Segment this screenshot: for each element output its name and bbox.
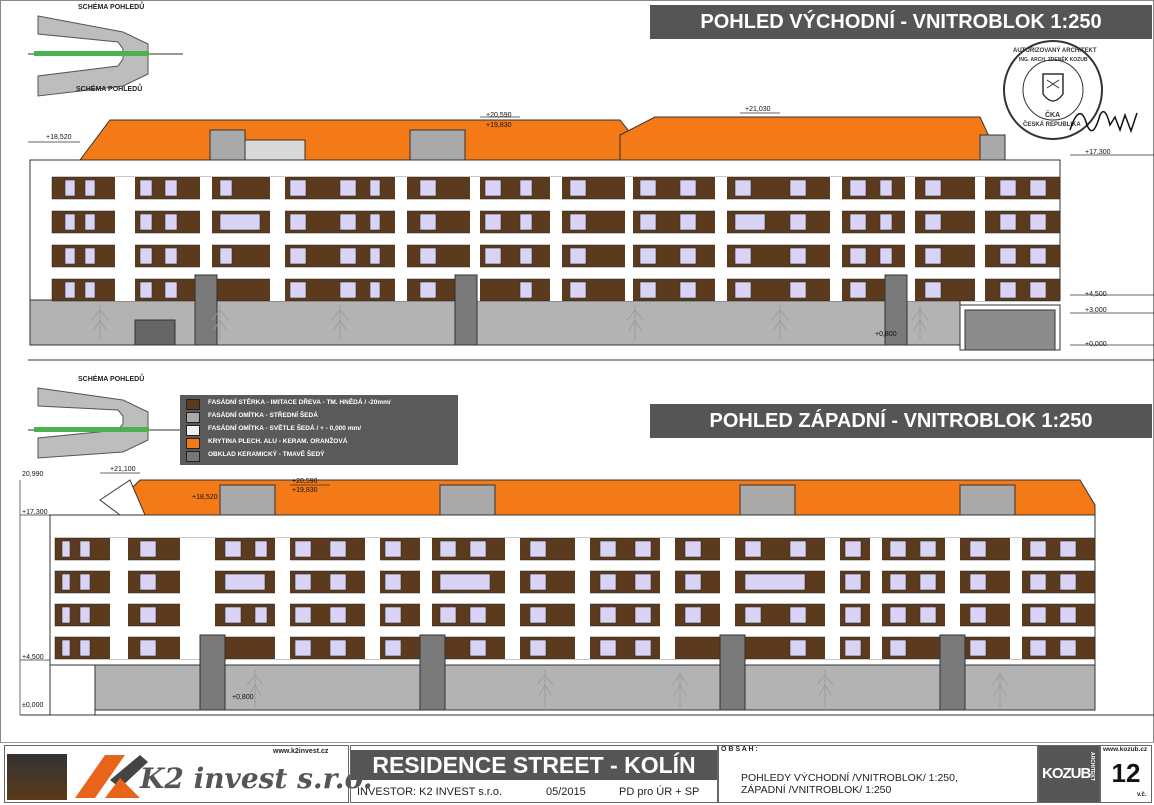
phase: PD pro ÚR + SP [619, 786, 700, 798]
architect-sub: ARCHITEKT [1089, 752, 1095, 781]
schema-label: SCHÉMA POHLEDŮ [76, 86, 143, 93]
contents-line1: POHLEDY VÝCHODNÍ /VNITROBLOK/ 1:250, [741, 772, 958, 784]
legend-swatch [186, 438, 200, 449]
contents-label: O B S A H : [721, 746, 758, 753]
legend-label: FASÁDNÍ STĚRKA - IMITACE DŘEVA - TM. HNĚ… [208, 399, 391, 406]
sheet-number: 12 [1111, 758, 1141, 788]
architect-logo: KOZUB [1042, 765, 1091, 782]
west-elevation-title: POHLED ZÁPADNÍ - VNITROBLOK 1:250 [650, 404, 1152, 438]
contents-line2: ZÁPADNÍ /VNITROBLOK/ 1:250 [741, 784, 892, 796]
architect-logo-box: KOZUB ARCHITEKT [1038, 745, 1100, 803]
date: 05/2015 [546, 786, 586, 798]
east-level-label: +0,800 [875, 331, 897, 338]
investor-logo-box: K2 invest s.r.o. www.k2invest.cz [4, 745, 372, 803]
west-level-label: 20,990 [22, 471, 44, 478]
east-level-label: +20,590 [486, 112, 512, 119]
project-title-box: RESIDENCE STREET - KOLÍN INVESTOR: K2 IN… [350, 745, 718, 803]
east-level-label: +18,520 [46, 134, 72, 141]
east-level-label: +0,000 [1085, 341, 1107, 348]
west-elevation-drawing [19, 472, 1154, 716]
west-level-label: +20,590 [292, 478, 318, 485]
west-level-label: +4,500 [22, 654, 44, 661]
title-block: K2 invest s.r.o. www.k2invest.cz RESIDEN… [0, 742, 1154, 805]
legend-label: OBKLAD KERAMICKÝ - TMAVĚ ŠEDÝ [208, 451, 325, 458]
stamp-line2: ING. ARCH. ZDENĚK KOZUB [1019, 57, 1088, 63]
schema-label: SCHÉMA POHLEDŮ [78, 376, 145, 383]
west-level-label: +21,100 [110, 466, 136, 473]
east-level-label: +19,830 [486, 122, 512, 129]
east-level-label: +17,300 [1085, 149, 1111, 156]
stamp-line1: AUTORIZOVANÝ ARCHITEKT [1013, 48, 1097, 54]
schema-label: SCHÉMA POHLEDŮ [78, 4, 145, 11]
architect-stamp: AUTORIZOVANÝ ARCHITEKT ING. ARCH. ZDENĚK… [1003, 40, 1103, 140]
west-level-label: +19,830 [292, 487, 318, 494]
architect-website: www.kozub.cz [1103, 746, 1148, 753]
signature-icon [1069, 110, 1138, 134]
west-level-label: ±0,000 [22, 702, 44, 709]
legend-swatch [186, 425, 200, 436]
project-title: RESIDENCE STREET - KOLÍN [351, 750, 717, 780]
stamp-line4: ČESKÁ REPUBLIKA [1023, 122, 1081, 128]
investor-website: www.k2invest.cz [273, 748, 329, 755]
legend-swatch [186, 399, 200, 410]
contents-box: O B S A H : POHLEDY VÝCHODNÍ /VNITROBLOK… [718, 745, 1038, 803]
legend-label: FASÁDNÍ OMÍTKA - STŘEDNÍ ŠEDÁ [208, 412, 318, 419]
east-elevation-title: POHLED VÝCHODNÍ - VNITROBLOK 1:250 [650, 5, 1152, 39]
legend-swatch [186, 412, 200, 423]
sheet-number-box: www.kozub.cz 12 v.č. [1100, 745, 1152, 803]
investor-logo-text: K2 invest s.r.o. [140, 762, 373, 795]
legend-label: KRYTINA PLECH. ALU - KERAM. ORANŽOVÁ [208, 438, 348, 445]
material-legend: FASÁDNÍ STĚRKA - IMITACE DŘEVA - TM. HNĚ… [180, 395, 458, 465]
legend-label: FASÁDNÍ OMÍTKA - SVĚTLE ŠEDÁ / + - 0,000… [208, 425, 362, 432]
stamp-emblem-icon [1022, 59, 1084, 121]
project-photo [7, 754, 67, 800]
east-level-label: +3,000 [1085, 307, 1107, 314]
west-level-label: +18,520 [192, 494, 218, 501]
west-level-label: +0,800 [232, 694, 254, 701]
schema-bottom: SCHÉMA POHLEDŮ [28, 374, 183, 459]
legend-swatch [186, 451, 200, 462]
site-schema-diagram [28, 15, 183, 97]
site-schema-diagram [28, 387, 183, 459]
k2-logo-icon [75, 755, 148, 798]
stamp-line3: ČKA [1045, 112, 1061, 119]
sheet-number-label: v.č. [1137, 792, 1147, 798]
west-level-label: +17,300 [22, 509, 48, 516]
schema-top: SCHÉMA POHLEDŮ SCHÉMA POHLEDŮ [28, 4, 183, 99]
investor-line: INVESTOR: K2 INVEST s.r.o. [357, 786, 503, 798]
east-level-label: +4,500 [1085, 291, 1107, 298]
east-elevation-drawing [28, 112, 1154, 361]
east-level-label: +21,030 [745, 106, 771, 113]
